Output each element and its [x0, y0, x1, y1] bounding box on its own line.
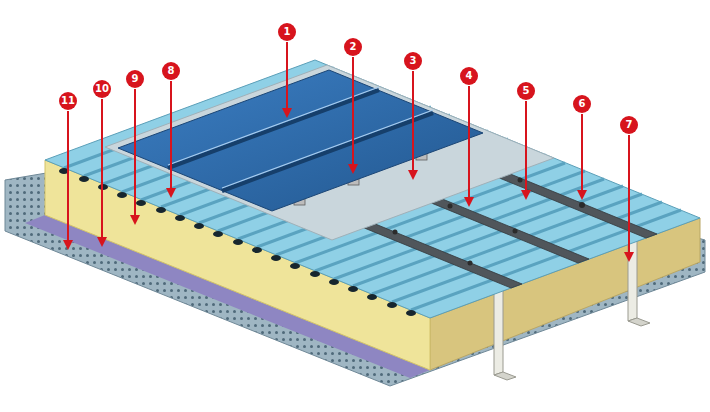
callout-number: 4 [460, 67, 478, 85]
callout-number: 9 [126, 70, 144, 88]
callout-number: 3 [404, 52, 422, 70]
leader-line [68, 42, 629, 254]
underlay-sheet [105, 65, 554, 240]
callout-number: 10 [93, 80, 111, 98]
arrowhead [63, 108, 634, 262]
callout-number: 6 [573, 95, 591, 113]
standing-seam-panel [118, 70, 483, 211]
standing-seam [168, 87, 433, 191]
callout-number: 8 [162, 62, 180, 80]
callout-number: 2 [344, 38, 362, 56]
callout-number: 5 [517, 82, 535, 100]
callout-number: 11 [59, 92, 77, 110]
corrugated-sheet [45, 60, 700, 318]
callout-number: 1 [278, 23, 296, 41]
callout-number: 7 [620, 116, 638, 134]
